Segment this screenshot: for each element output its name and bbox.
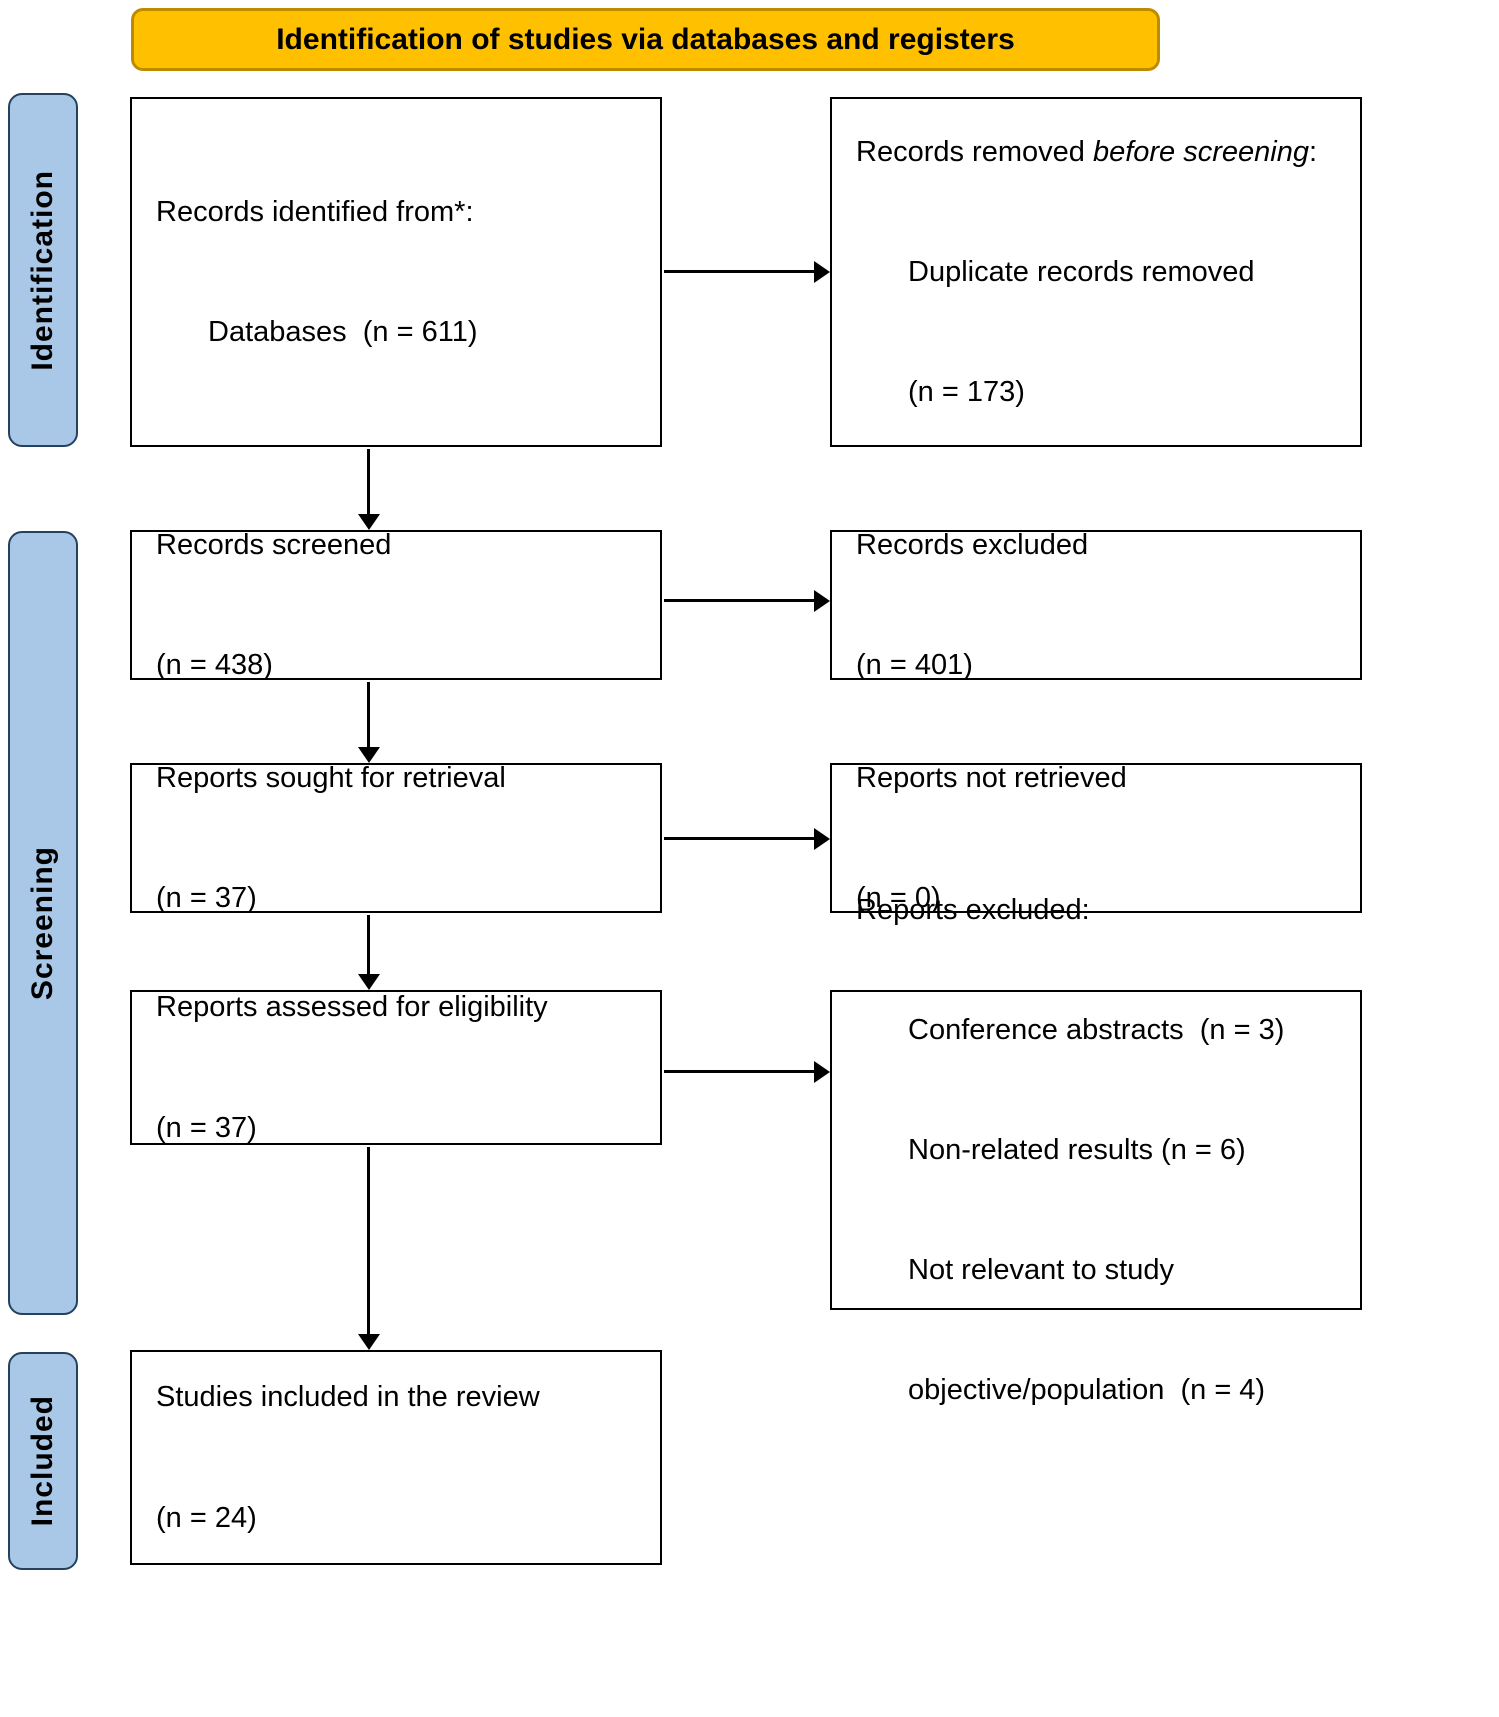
reports-excluded-item: Not relevant to study	[908, 1254, 1174, 1287]
studies-included-line2: (n = 24)	[156, 1501, 257, 1534]
reports-sought-line1: Reports sought for retrieval	[156, 761, 506, 794]
arrow-assessed-to-included	[367, 1147, 370, 1334]
arrow-screened-to-excluded	[664, 599, 814, 602]
arrow-identified-to-screened	[367, 449, 370, 514]
records-screened-line2: (n = 438)	[156, 649, 273, 682]
records-removed-suffix: :	[1308, 135, 1318, 168]
reports-excluded-box: Reports excluded: Conference abstracts (…	[830, 894, 1362, 1406]
arrow-sought-to-not-retrieved	[664, 837, 814, 840]
reports-excluded-item: Conference abstracts (n = 3)	[908, 1013, 1285, 1046]
records-removed-box: Records removed before screening: Duplic…	[830, 97, 1362, 447]
records-identified-box: Records identified from*: Databases (n =…	[130, 97, 662, 447]
records-identified-line1: Records identified from*:	[156, 195, 474, 228]
records-identified-line2: Databases (n = 611)	[208, 316, 478, 349]
reports-excluded-item: objective/population (n = 4)	[908, 1374, 1266, 1407]
reports-excluded-item: Non-related results (n = 6)	[908, 1134, 1246, 1166]
diagram-title-banner: Identification of studies via databases …	[131, 8, 1160, 71]
arrow-identified-to-removed	[664, 270, 814, 273]
diagram-title: Identification of studies via databases …	[276, 22, 1015, 56]
phase-bar-identification: Identification	[8, 93, 78, 447]
reports-excluded-title: Reports excluded:	[856, 893, 1090, 926]
phase-bar-included: Included	[8, 1352, 78, 1570]
reports-sought-box: Reports sought for retrieval (n = 37)	[130, 762, 662, 914]
duplicate-records-line: Duplicate records removed	[908, 256, 1255, 288]
reports-not-retrieved-line1: Reports not retrieved	[856, 761, 1127, 794]
records-screened-box: Records screened (n = 438)	[130, 529, 662, 681]
reports-not-retrieved-line2: (n = 0)	[856, 882, 941, 915]
arrow-sought-to-assessed	[367, 915, 370, 974]
records-excluded-line1: Records excluded	[856, 528, 1089, 561]
records-excluded-box: Records excluded (n = 401)	[830, 529, 1362, 681]
arrow-screened-to-sought	[367, 682, 370, 747]
records-removed-italic: before screening	[1092, 135, 1309, 168]
phase-label-identification: Identification	[26, 169, 59, 371]
records-screened-line1: Records screened	[156, 528, 392, 561]
records-removed-prefix: Records removed	[856, 135, 1093, 168]
reports-assessed-line1: Reports assessed for eligibility	[156, 991, 548, 1024]
studies-included-line1: Studies included in the review	[156, 1381, 540, 1414]
reports-not-retrieved-box: Reports not retrieved (n = 0)	[830, 762, 1362, 914]
reports-assessed-box: Reports assessed for eligibility (n = 37…	[130, 990, 662, 1145]
reports-sought-line2: (n = 37)	[156, 882, 257, 915]
duplicate-records-count: (n = 173)	[908, 376, 1025, 409]
records-excluded-line2: (n = 401)	[856, 649, 973, 682]
reports-assessed-line2: (n = 37)	[156, 1111, 257, 1144]
arrow-assessed-to-reports-excluded	[664, 1070, 814, 1073]
phase-bar-screening: Screening	[8, 531, 78, 1315]
records-removed-heading: Records removed before screening:	[856, 132, 1336, 172]
studies-included-box: Studies included in the review (n = 24)	[130, 1350, 662, 1565]
phase-label-screening: Screening	[26, 845, 59, 1001]
phase-label-included: Included	[26, 1395, 59, 1527]
